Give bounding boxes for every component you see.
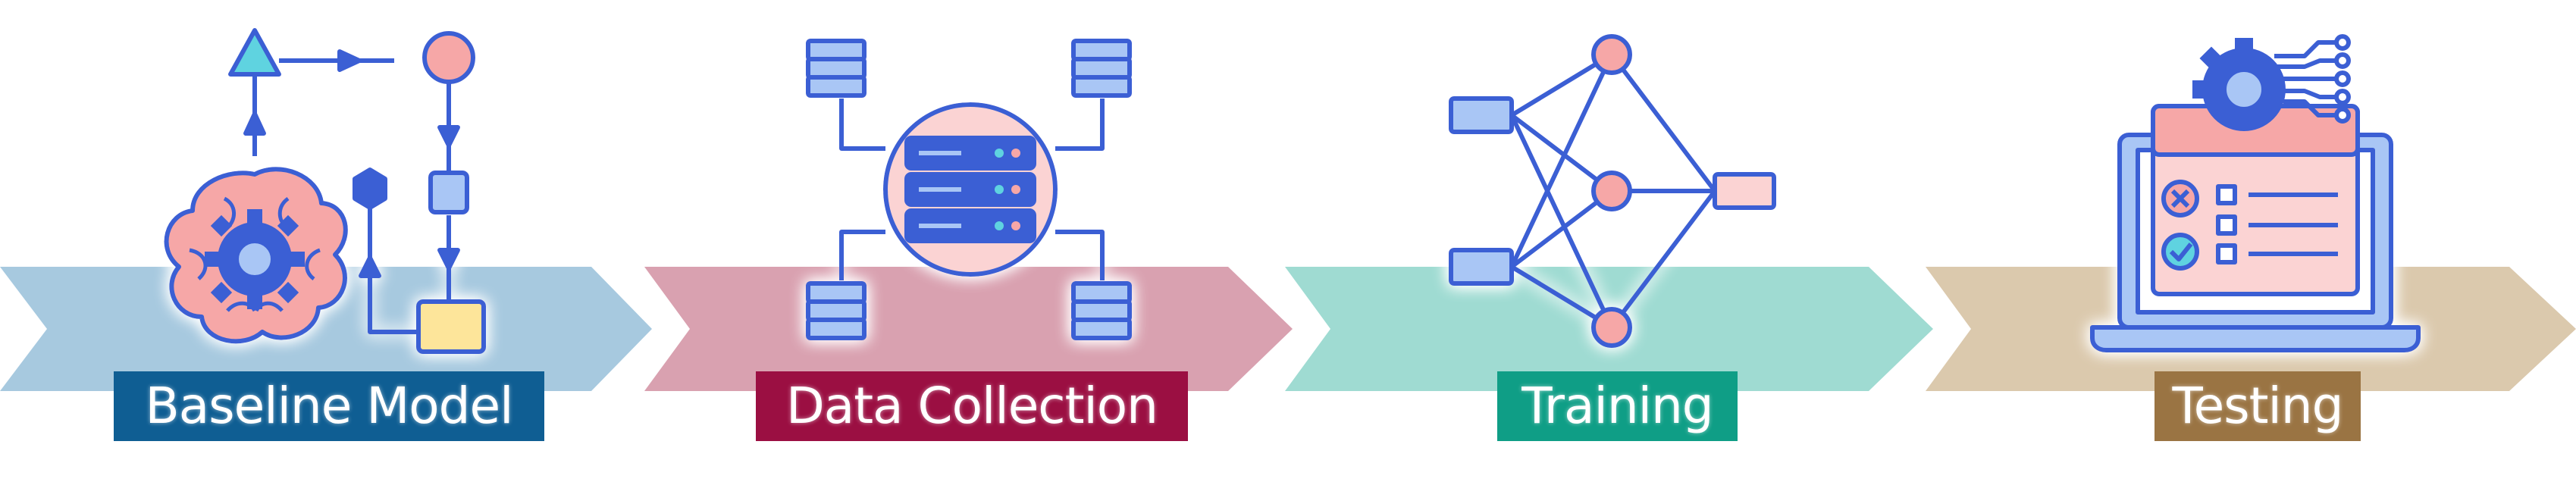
stage-label-data-collection: Data Collection [756, 371, 1188, 441]
stage-arrow-1 [0, 267, 652, 391]
stage-label-baseline-model: Baseline Model [114, 371, 544, 441]
neural-network-icon [1449, 34, 1776, 348]
stage-label-training: Training [1497, 371, 1738, 441]
brain-gear-flowchart-icon [164, 28, 486, 354]
stage-label-testing: Testing [2155, 371, 2361, 441]
laptop-checklist-gear-icon [2090, 34, 2421, 352]
database-server-network-icon [806, 39, 1132, 340]
